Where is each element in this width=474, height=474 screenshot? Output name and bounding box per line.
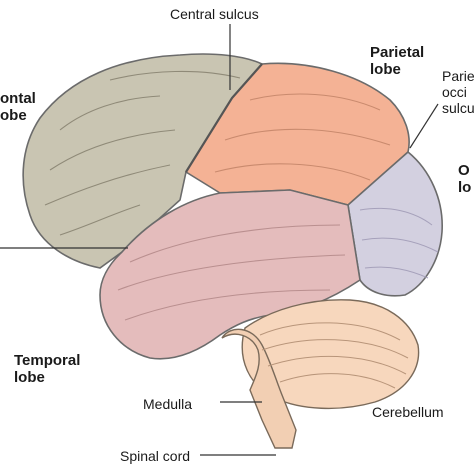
parieto-occipital-line3: sulcu — [442, 100, 474, 116]
temporal-lobe-label-line1: Temporal — [14, 352, 80, 369]
frontal-lobe-label-line2: obe — [0, 107, 36, 124]
occipital-lobe-label-line2: lo — [458, 179, 471, 196]
cerebellum-label: Cerebellum — [372, 404, 444, 420]
parieto-occipital-line2: occi — [442, 84, 474, 100]
parieto-occipital-line1: Parie — [442, 68, 474, 84]
parietal-lobe-label: Parietal lobe — [370, 44, 424, 78]
medulla-label: Medulla — [143, 396, 192, 412]
frontal-lobe-label: ontal obe — [0, 90, 36, 124]
temporal-lobe-label-line2: lobe — [14, 369, 80, 386]
parieto-occipital-sulcus-label: Parie occi sulcu — [442, 68, 474, 116]
central-sulcus-label: Central sulcus — [170, 6, 259, 22]
frontal-lobe-label-line1: ontal — [0, 90, 36, 107]
parieto-occipital-leader — [410, 104, 438, 148]
occipital-lobe-label-line1: O — [458, 162, 471, 179]
parietal-lobe-label-line1: Parietal — [370, 44, 424, 61]
occipital-lobe-label: O lo — [458, 162, 471, 196]
spinal-cord-label: Spinal cord — [120, 448, 190, 464]
temporal-lobe-label: Temporal lobe — [14, 352, 80, 386]
parietal-lobe-label-line2: lobe — [370, 61, 424, 78]
